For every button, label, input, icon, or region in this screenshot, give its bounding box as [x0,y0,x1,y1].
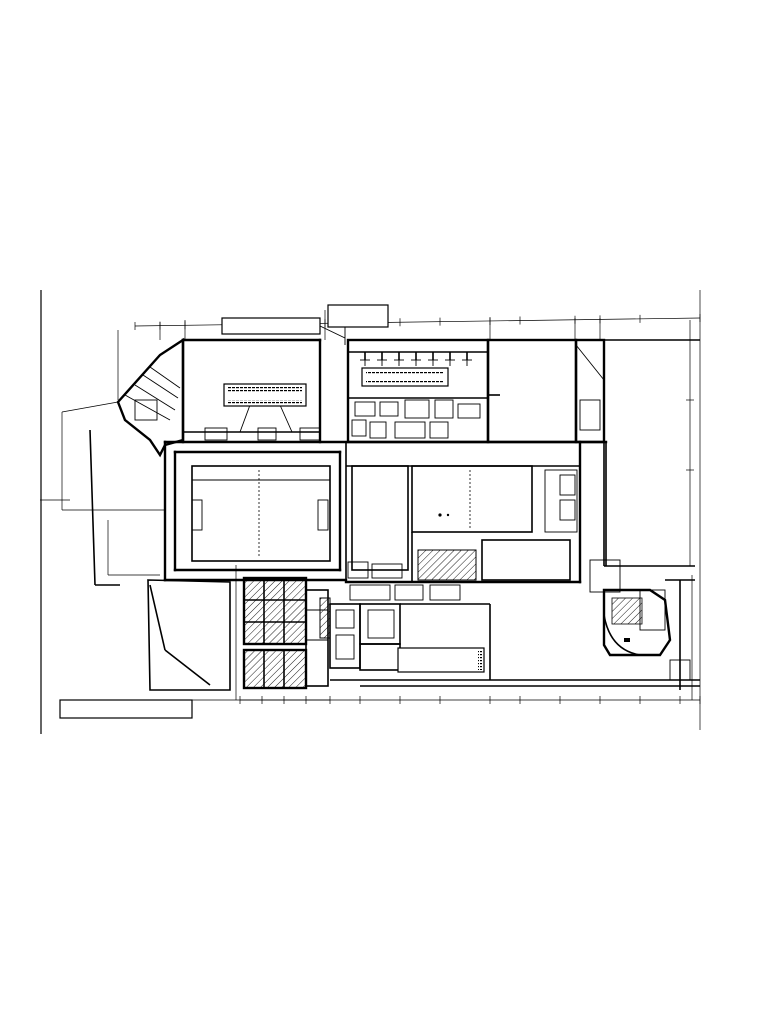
callout-bottom-left-note [59,699,193,719]
lower-left-grid [147,565,331,701]
callout-top-center [327,304,389,328]
bottom-dimension-string [239,696,701,704]
toilet-stall [394,352,404,366]
gymnasium [191,465,331,562]
top-dimension-string [134,314,701,330]
toilet-stall [360,352,370,366]
callout-left-room-note [223,383,307,407]
upper-right-rooms [486,320,700,567]
extra-dimensions [117,290,701,730]
right-wing [580,441,695,700]
toilet-stall [445,352,455,366]
callout-washroom-note [361,367,449,387]
toilet-stall [377,352,387,366]
top-left-room [183,404,321,441]
lower-middle [329,584,700,687]
callout-lower-note [397,647,485,673]
central-rooms [346,465,580,582]
left-angled-wing [40,337,185,586]
callout-covered-area [221,317,321,335]
toilet-stall [462,352,472,366]
toilet-stall [411,352,421,366]
washroom-block [346,338,490,444]
toilet-stall [428,352,438,366]
